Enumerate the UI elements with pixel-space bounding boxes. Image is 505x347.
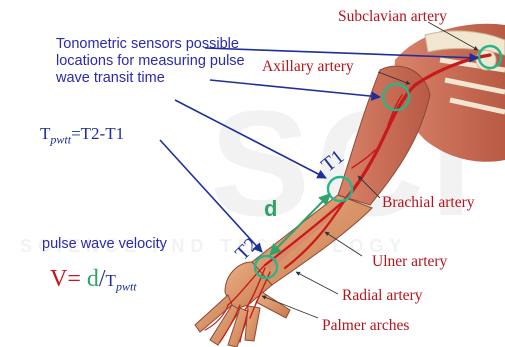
formula-lhs: V= [50, 266, 81, 292]
velocity-formula: V= d/Tpwtt [50, 266, 137, 294]
label-radial-artery: Radial artery [342, 287, 422, 305]
label-axillary-artery: Axillary artery [262, 58, 354, 76]
label-ulner-artery: Ulner artery [372, 253, 447, 271]
transit-time-equation: Tpwtt=T2-T1 [40, 124, 124, 147]
label-brachial-artery: Brachial artery [382, 194, 475, 212]
transit-time-subscript: pwtt [50, 132, 71, 146]
label-subclavian-artery: Subclavian artery [338, 8, 447, 26]
distance-label: d [264, 196, 277, 222]
transit-time-expression: =T2-T1 [71, 124, 124, 143]
sensor-locations-note: Tonometric sensors possible locations fo… [56, 36, 256, 87]
pulse-wave-velocity-label: pulse wave velocity [42, 236, 167, 252]
transit-time-symbol: T [40, 124, 50, 143]
formula-slash: / [99, 266, 106, 292]
formula-denominator-subscript: pwtt [116, 279, 137, 293]
label-palmer-arches: Palmer arches [322, 317, 409, 335]
formula-numerator: d [87, 266, 99, 292]
formula-denominator: T [106, 271, 116, 290]
